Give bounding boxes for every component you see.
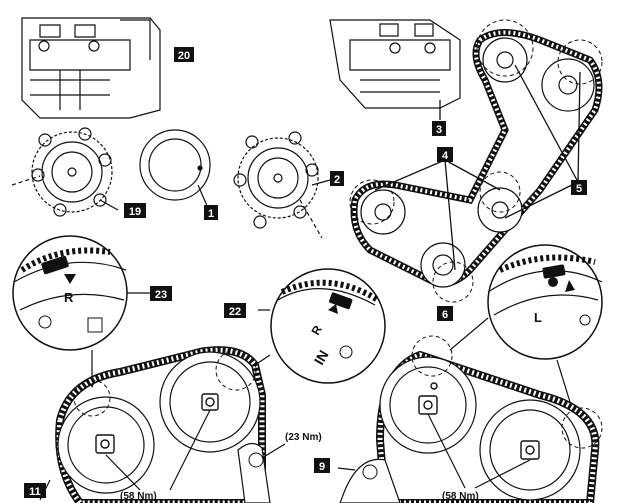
svg-text:11: 11 <box>29 486 41 498</box>
svg-text:4: 4 <box>442 150 449 162</box>
trigger-wheel-1 <box>139 129 211 209</box>
marking-r: R <box>64 290 74 305</box>
torque-tensioner: (23 Nm) <box>285 432 322 443</box>
detail-circle-22 <box>254 268 386 384</box>
torque-right-bank: (58 Nm) <box>120 491 157 502</box>
svg-text:3: 3 <box>436 124 442 136</box>
svg-text:1: 1 <box>208 208 214 220</box>
right-bank-chain-drive <box>39 346 286 503</box>
svg-text:2: 2 <box>334 174 340 186</box>
callout-2: 2 <box>330 171 344 186</box>
svg-text:6: 6 <box>442 309 448 321</box>
camshaft-sprocket-2 <box>233 131 331 239</box>
callout-labels: 20 3 19 1 2 4 5 23 <box>24 47 587 498</box>
callout-11: 11 <box>24 483 46 498</box>
callout-19: 19 <box>124 203 146 218</box>
svg-text:23: 23 <box>155 289 167 301</box>
callout-22: 22 <box>224 303 246 318</box>
callout-4: 4 <box>437 147 453 162</box>
callout-3: 3 <box>432 121 446 136</box>
callout-20: 20 <box>174 47 194 62</box>
torque-left-bank: (58 Nm) <box>442 491 479 502</box>
callout-1: 1 <box>204 205 218 220</box>
marking-in: IN <box>311 347 332 367</box>
detail-circle-23 <box>12 235 152 388</box>
detail-circle-6 <box>449 244 603 403</box>
svg-text:20: 20 <box>178 50 190 62</box>
svg-text:22: 22 <box>229 306 241 318</box>
svg-text:19: 19 <box>129 206 141 218</box>
balance-shaft-drive <box>349 19 603 303</box>
svg-text:5: 5 <box>576 183 582 195</box>
callout-5: 5 <box>571 180 587 195</box>
marking-l: L <box>534 310 542 325</box>
cylinder-head-right <box>21 17 161 119</box>
cylinder-head-left <box>329 19 461 109</box>
svg-text:9: 9 <box>319 461 325 473</box>
callout-9: 9 <box>314 458 330 473</box>
callout-23: 23 <box>150 286 172 301</box>
callout-6: 6 <box>437 306 453 321</box>
camshaft-sprocket-19 <box>11 127 119 217</box>
left-bank-chain-drive <box>337 335 603 503</box>
